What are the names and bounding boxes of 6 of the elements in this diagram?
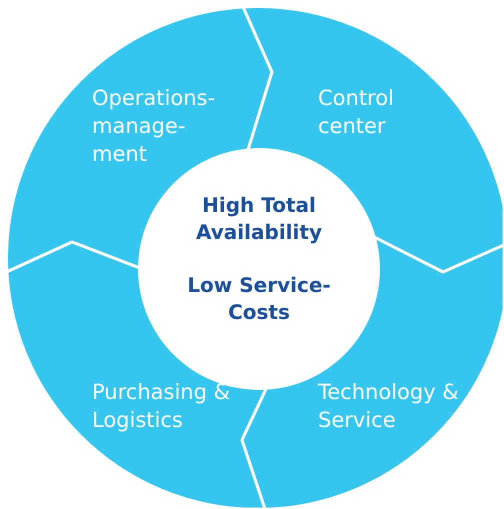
segment-label: Purchasing & Logistics <box>92 379 231 434</box>
segment-label: Operations- manage- ment <box>92 85 216 168</box>
segment-label: Control center <box>318 85 395 140</box>
center-text: Low Service- Costs <box>186 272 332 326</box>
center-text: High Total Availability <box>195 192 323 246</box>
segment-label: Technology & Service <box>318 379 460 434</box>
